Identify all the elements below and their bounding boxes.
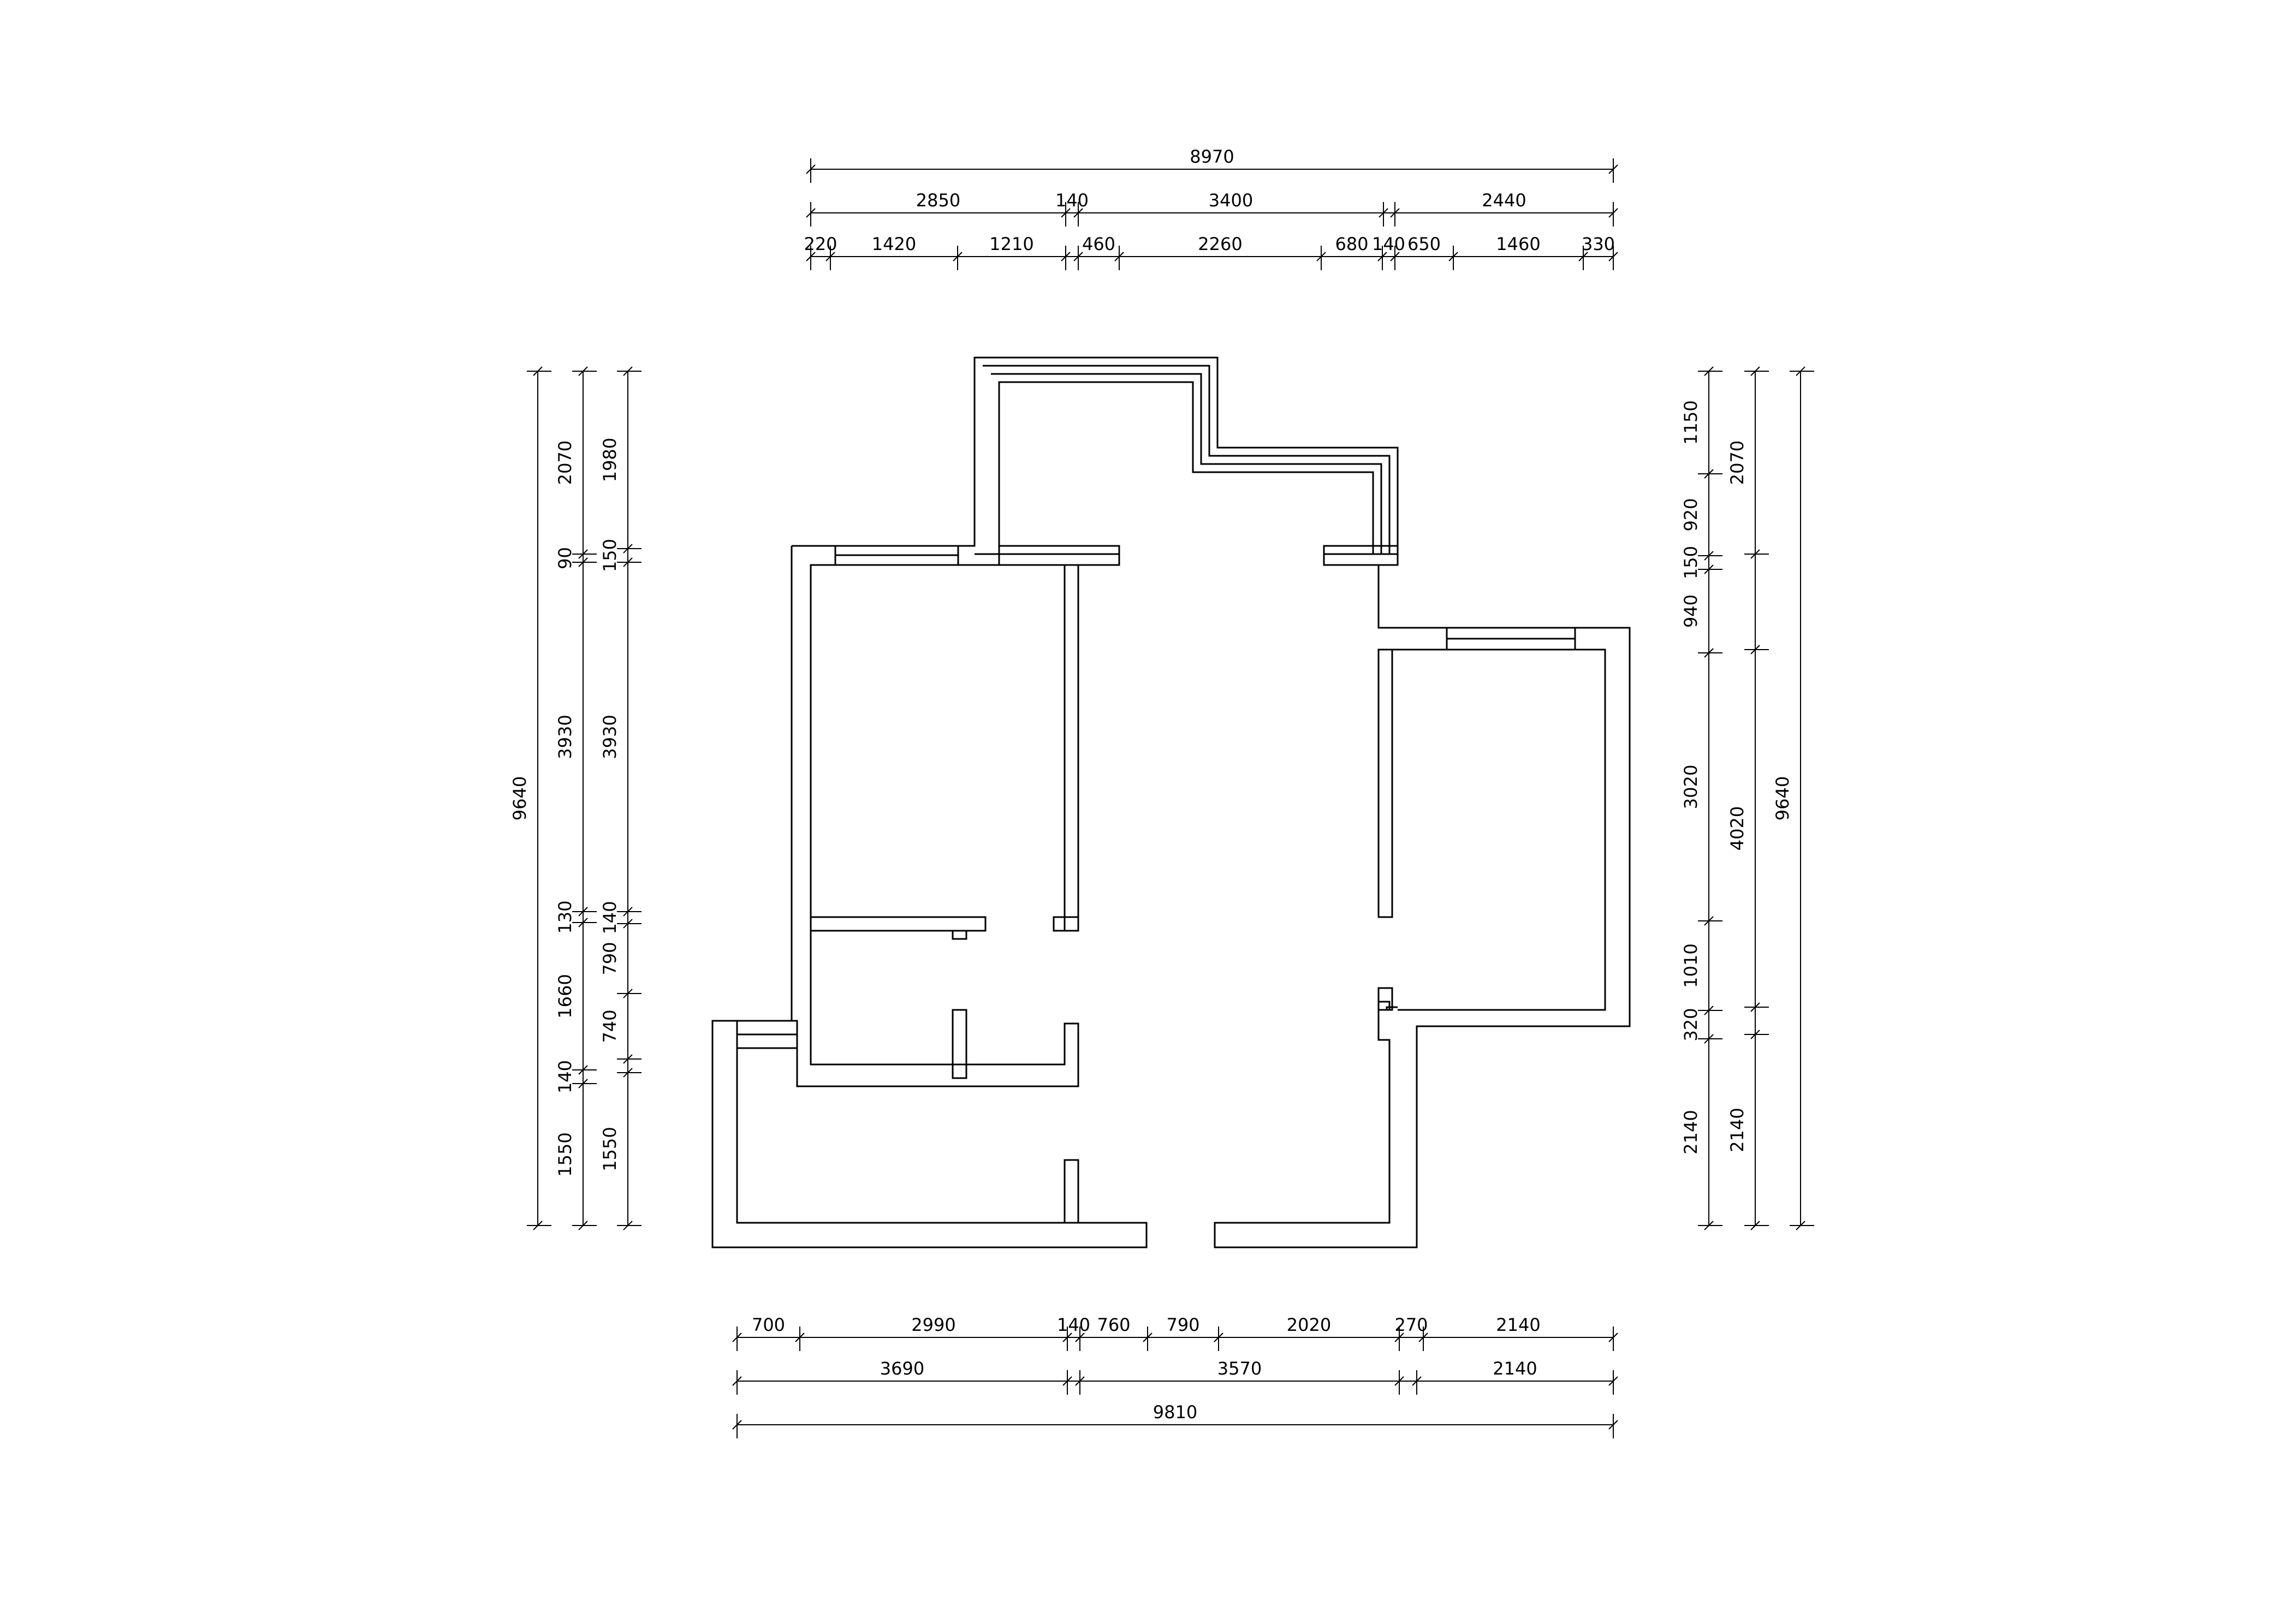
wall-stub-lower (1064, 1159, 1079, 1224)
dim-bottom-total-label: 9810 (1153, 1402, 1197, 1423)
dim-left-col2-label: 2070 (555, 441, 575, 485)
dim-top-row3-label: 140 (1372, 234, 1405, 254)
dim-bottom-row1-label: 2020 (1287, 1314, 1331, 1335)
dim-right-col1-label: 920 (1680, 498, 1701, 531)
dim-left-col3-label: 1980 (599, 438, 620, 482)
wall-east-room-stub (1377, 987, 1393, 1011)
wall-north-entry-right (1323, 545, 1399, 566)
dim-top-row2-label: 2850 (916, 190, 960, 211)
dim-right-col2-label: 2070 (1727, 441, 1748, 485)
dim-top-total-label: 8970 (1190, 146, 1234, 167)
dim-top-row3-label: 2260 (1198, 234, 1242, 254)
wall-stub-mid (952, 1009, 967, 1079)
dim-top-row3-label: 1460 (1496, 234, 1540, 254)
dim-right-total-label: 9640 (1772, 776, 1793, 820)
dim-top-row3-label: 220 (804, 234, 837, 254)
balcony-top-rail-1 (975, 356, 1399, 554)
dim-left-col2-label: 130 (555, 900, 575, 933)
dim-left-col3-label: 740 (599, 1009, 620, 1043)
dim-bottom-row1-label: 790 (1166, 1314, 1199, 1335)
dim-right-col1-label: 150 (1680, 546, 1701, 579)
dim-top-row3-label: 460 (1082, 234, 1115, 254)
dim-right-col1-label: 1150 (1680, 400, 1701, 444)
dim-bottom-row1-label: 2990 (911, 1314, 955, 1335)
dim-left-col2-label: 1550 (555, 1132, 575, 1176)
dim-right-col2-label: 2140 (1727, 1108, 1748, 1152)
balcony-top-rail-2 (983, 365, 1391, 554)
dim-bottom-row1-label: 760 (1097, 1314, 1130, 1335)
dim-right-col1-label: 3020 (1680, 765, 1701, 809)
dim-bottom-row2-label: 2140 (1493, 1358, 1537, 1379)
dim-top-row3-label: 1420 (872, 234, 916, 254)
dim-left-col3-label: 3930 (599, 715, 620, 759)
dim-left-col2-label: 1660 (555, 974, 575, 1018)
wall-partition-center-left (1064, 564, 1079, 932)
dim-bottom-row1-label: 700 (752, 1314, 785, 1335)
dim-bottom-row1-label: 270 (1394, 1314, 1428, 1335)
dim-right-col1-label: 1010 (1680, 943, 1701, 988)
dim-right-col1-label: 2140 (1680, 1110, 1701, 1154)
dim-top-row3-label: 1210 (989, 234, 1033, 254)
dim-left-col3-label: 150 (599, 539, 620, 572)
wall-north-entry-left (998, 545, 1120, 566)
dim-top-row2-label: 3400 (1209, 190, 1253, 211)
outer-wall-west (711, 546, 1148, 1248)
dim-right-col1-label: 940 (1680, 594, 1701, 628)
dim-right-col2-label: 4020 (1727, 806, 1748, 850)
dimension-labels: 8970 2850 140 3400 2440 220 1420 1210 460 2260 680… (509, 146, 1793, 1423)
wall-partition-small (1053, 916, 1079, 932)
wall-shelf-tab (952, 930, 967, 940)
dim-left-col3-label: 790 (599, 942, 620, 975)
dimension-lines (527, 158, 1814, 1438)
balcony-top-rail-3 (991, 373, 1382, 554)
dim-right-col1-label: 320 (1680, 1008, 1701, 1041)
dim-top-row3-label: 330 (1582, 234, 1615, 254)
dim-left-col2-label: 90 (555, 547, 575, 569)
balcony-top-rail-4 (998, 381, 1374, 554)
dim-left-col2-label: 140 (555, 1060, 575, 1093)
dim-top-row2-label: 140 (1055, 190, 1089, 211)
left-wing-outer-wall (792, 356, 1631, 1248)
dim-bottom-row2-label: 3690 (880, 1358, 924, 1379)
wall-east-room-left (1377, 649, 1393, 918)
dim-left-total-label: 9640 (509, 776, 530, 820)
walls (711, 356, 1631, 1248)
dim-top-row3-label: 650 (1407, 234, 1441, 254)
dim-top-row3-label: 680 (1335, 234, 1368, 254)
east-room-wall (1379, 649, 1606, 1011)
dim-top-row2-label: 2440 (1482, 190, 1526, 211)
dim-left-col2-label: 3930 (555, 715, 575, 759)
dim-left-col3-label: 140 (599, 901, 620, 934)
dim-bottom-row2-label: 3570 (1217, 1358, 1262, 1379)
dim-bottom-row1-label: 140 (1057, 1314, 1090, 1335)
wall-shelf (810, 916, 987, 932)
dim-bottom-row1-label: 2140 (1496, 1314, 1540, 1335)
dim-left-col3-label: 1550 (599, 1127, 620, 1171)
